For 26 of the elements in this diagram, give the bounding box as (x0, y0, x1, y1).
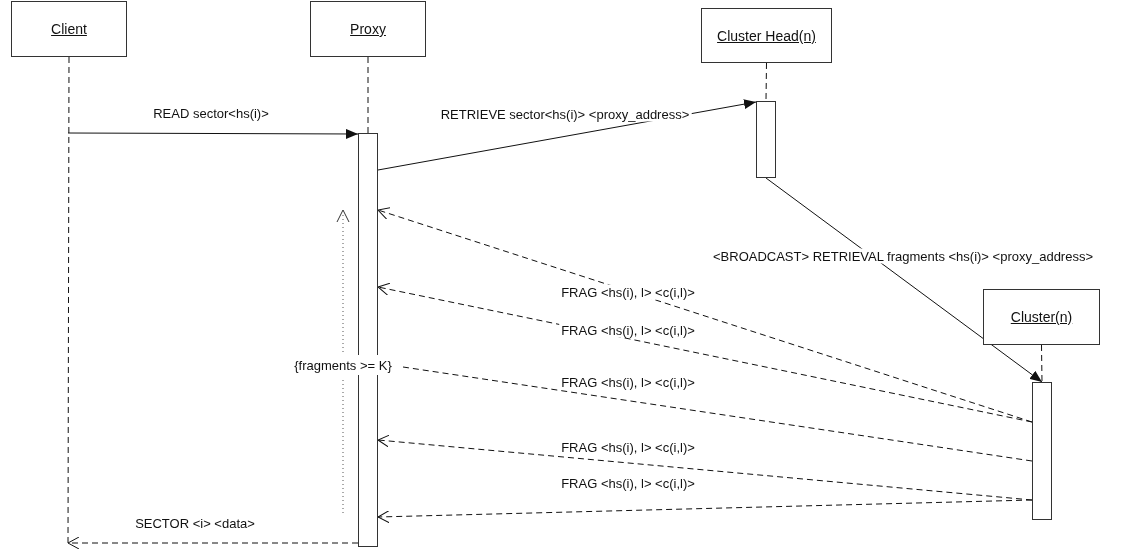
message-arrow (377, 499, 1033, 524)
message-arrow (765, 177, 1043, 383)
participant-name: Proxy (350, 21, 386, 37)
lifeline (765, 62, 767, 102)
participant-name: Cluster Head(n) (717, 27, 816, 44)
lifeline-box (310, 1, 426, 57)
message-line (402, 366, 1033, 462)
participant-name: Client (51, 21, 87, 37)
message-arrow (377, 434, 1033, 501)
participant-name: Cluster(n) (1010, 309, 1073, 325)
lifeline (67, 56, 70, 546)
edge-label: FRAG <hs(i), l> <c(i,l)> (559, 322, 697, 338)
message-arrow (67, 128, 359, 139)
activation-bar (756, 101, 776, 178)
edge-label: FRAG <hs(i), l> <c(i,l)> (559, 284, 697, 300)
constraint-text: {fragments >= K} (294, 357, 392, 373)
lifeline-box (701, 8, 832, 63)
activation-bar (1032, 382, 1052, 520)
message-arrow (377, 282, 1033, 423)
lifeline (1041, 344, 1043, 383)
lifeline-box (983, 289, 1100, 345)
lifeline (367, 56, 369, 134)
lifeline-box (11, 1, 127, 57)
message-arrow (67, 536, 359, 550)
activation-bar (358, 133, 378, 547)
edge-label: <BROADCAST> RETRIEVAL fragments <hs(i)> <proxy_address> (711, 248, 1095, 264)
